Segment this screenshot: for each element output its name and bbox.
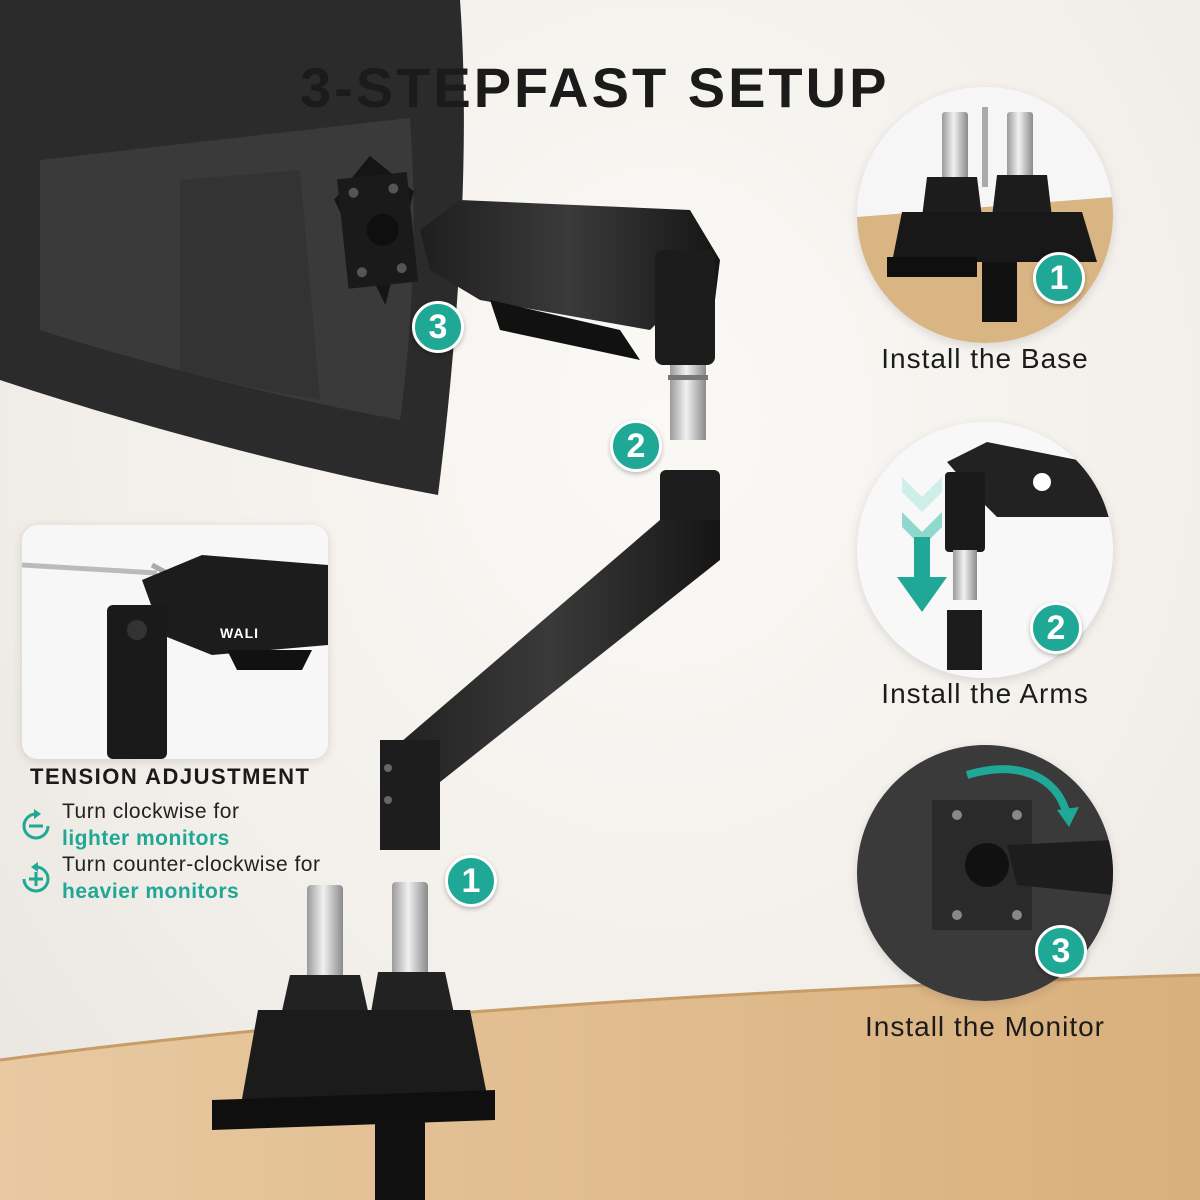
main-title: 3-STEPFAST SETUP xyxy=(300,56,890,119)
rotate-counterclockwise-plus-icon xyxy=(22,862,50,893)
step-1-badge: 1 xyxy=(1033,252,1085,304)
step-2-label: Install the Arms xyxy=(881,678,1089,709)
step-3-badge: 3 xyxy=(1035,925,1087,977)
tension-adjustment-image: WALI xyxy=(22,525,328,759)
step-2-badge: 2 xyxy=(1030,602,1082,654)
step-2-badge-scene: 2 xyxy=(610,420,662,472)
step-1-label: Install the Base xyxy=(881,343,1089,374)
install-base-image xyxy=(857,87,1113,343)
tension-item-counterclockwise-highlight: heavier monitors xyxy=(62,880,240,903)
tension-item-clockwise-text: Turn clockwise for xyxy=(62,800,240,823)
tension-item-clockwise-highlight: lighter monitors xyxy=(62,827,230,850)
brand-name: ALI xyxy=(233,625,260,641)
tension-title: TENSION ADJUSTMENT xyxy=(30,764,311,789)
brand-logo: WALI xyxy=(220,625,260,641)
step-3-badge-scene: 3 xyxy=(412,301,464,353)
rotate-clockwise-minus-icon xyxy=(22,809,50,840)
step-1-badge-scene: 1 xyxy=(445,855,497,907)
step-3-label: Install the Monitor xyxy=(865,1011,1105,1042)
tension-item-counterclockwise-text: Turn counter-clockwise for xyxy=(62,853,321,876)
